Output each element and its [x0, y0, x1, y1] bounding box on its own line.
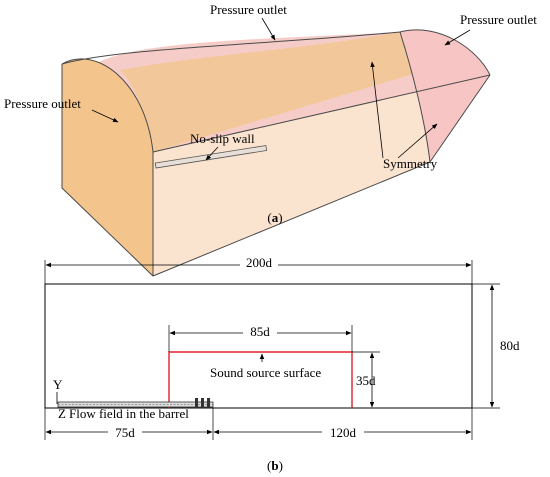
label-35d: 35d [356, 373, 376, 388]
panel-b-2d-domain: Y Z 200 [44, 254, 520, 473]
label-flow-field: Flow field in the barrel [69, 406, 189, 421]
sound-source-surface [168, 351, 353, 408]
label-pressure-outlet-top: Pressure outlet [210, 2, 287, 17]
panel-a-3d-domain: Pressure outlet Pressure outlet Pressure… [4, 2, 537, 277]
extension-lines [44, 260, 500, 440]
label-75d: 75d [115, 425, 135, 440]
caption-b: (b) [267, 458, 283, 473]
domain-outline [61, 29, 491, 277]
arrow-pressure-left [91, 109, 119, 123]
computational-domain [44, 283, 473, 409]
front-symmetry-face [153, 75, 490, 276]
label-80d: 80d [500, 338, 520, 353]
caption-a: (a) [267, 210, 282, 225]
arrow-symmetry-1 [370, 61, 384, 159]
arrow-no-slip [205, 146, 219, 161]
label-pressure-outlet-left: Pressure outlet [4, 96, 81, 111]
label-symmetry: Symmetry [383, 156, 438, 171]
label-sound-source-surface: Sound source surface [210, 365, 321, 380]
right-pressure-outlet-face [400, 29, 490, 163]
left-pressure-outlet-face [62, 58, 153, 276]
label-pressure-outlet-right: Pressure outlet [460, 12, 537, 27]
label-200d: 200d [246, 255, 273, 270]
arrow-pressure-top [261, 17, 276, 41]
arrow-pressure-right [444, 29, 471, 46]
axis-z-label: Z [58, 406, 66, 421]
label-no-slip-wall: No-slip wall [190, 131, 255, 146]
arrow-symmetry-2 [397, 123, 438, 159]
axis-y-label: Y [53, 377, 63, 392]
coordinate-axes: Y Z [53, 377, 66, 421]
dimension-labels: 200d 80d 85d 35d 75d 120d [108, 254, 520, 440]
barrel-flow-field [57, 398, 214, 408]
label-120d: 120d [330, 425, 357, 440]
inner-wall-face [120, 32, 420, 152]
label-85d: 85d [250, 324, 270, 339]
